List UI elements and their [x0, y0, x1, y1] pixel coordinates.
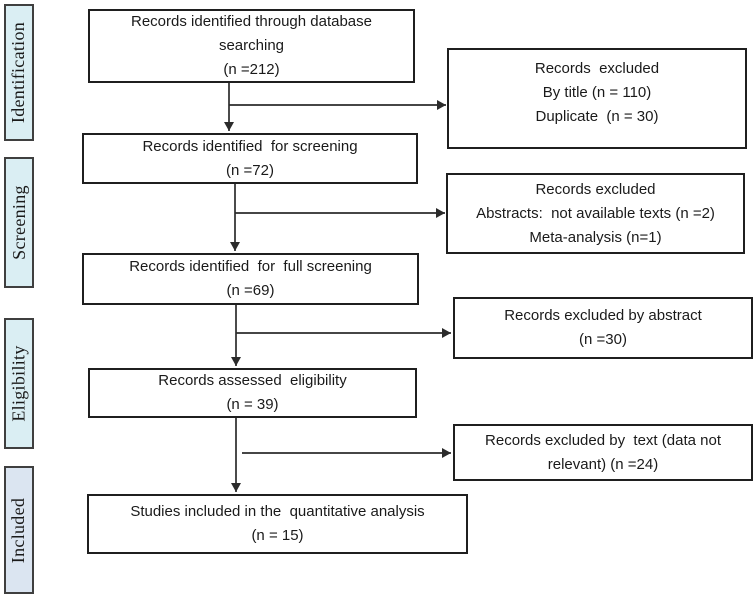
- exclusion-box-text: (n =30): [579, 331, 627, 348]
- flow-box-count: (n = 39): [226, 396, 279, 413]
- flow-box-records-for-screening: Records identified for screening (n =72): [82, 133, 418, 184]
- exclusion-box-text: By title (n = 110): [542, 84, 652, 101]
- exclusion-box-text: Records excluded: [535, 180, 656, 198]
- stage-included: Included: [4, 466, 34, 594]
- flow-box-count: (n =212): [223, 61, 280, 78]
- stage-label: Screening: [8, 185, 29, 260]
- exclusion-box-abstracts-meta: Records excluded Abstracts: not availabl…: [446, 173, 745, 254]
- flow-box-text: Records identified through database: [131, 13, 372, 30]
- flow-box-records-full-screening: Records identified for full screening (n…: [82, 253, 419, 305]
- flow-box-text: searching: [218, 37, 285, 54]
- stage-screening: Screening: [4, 157, 34, 288]
- flow-box-records-identified-database: Records identified through database sear…: [88, 9, 415, 83]
- exclusion-box-by-abstract: Records excluded by abstract (n =30): [453, 297, 753, 359]
- flow-box-studies-included: Studies included in the quantitative ana…: [87, 494, 468, 554]
- stage-identification: Identification: [4, 4, 34, 141]
- exclusion-box-text: Records excluded by abstract: [504, 307, 702, 324]
- flow-box-text: Studies included in the quantitative ana…: [130, 503, 425, 520]
- exclusion-box-by-text: Records excluded by text (data not relev…: [453, 424, 753, 481]
- stage-label: Included: [8, 497, 29, 563]
- flow-box-count: (n =69): [226, 282, 275, 299]
- exclusion-box-text: Meta-analysis (n=1): [529, 228, 662, 246]
- flow-box-records-assessed-eligibility: Records assessed eligibility (n = 39): [88, 368, 417, 418]
- flow-box-count: (n =72): [226, 161, 274, 179]
- exclusion-box-title-duplicate: Records excluded By title (n = 110) Dupl…: [447, 48, 747, 149]
- flow-box-count: (n = 15): [251, 527, 304, 544]
- exclusion-box-text: relevant) (n =24): [547, 455, 659, 473]
- flow-box-text: Records identified for full screening: [129, 258, 372, 275]
- stage-label: Identification: [8, 21, 29, 124]
- flow-box-text: Records assessed eligibility: [158, 372, 347, 389]
- exclusion-box-text: Duplicate (n = 30): [535, 108, 659, 125]
- exclusion-box-text: Records excluded: [534, 60, 660, 77]
- stage-label: Eligibility: [8, 345, 29, 422]
- stage-eligibility: Eligibility: [4, 318, 34, 449]
- flow-box-text: Records identified for screening: [142, 137, 358, 155]
- exclusion-box-text: Abstracts: not available texts (n =2): [476, 204, 715, 222]
- exclusion-box-text: Records excluded by text (data not: [485, 431, 721, 449]
